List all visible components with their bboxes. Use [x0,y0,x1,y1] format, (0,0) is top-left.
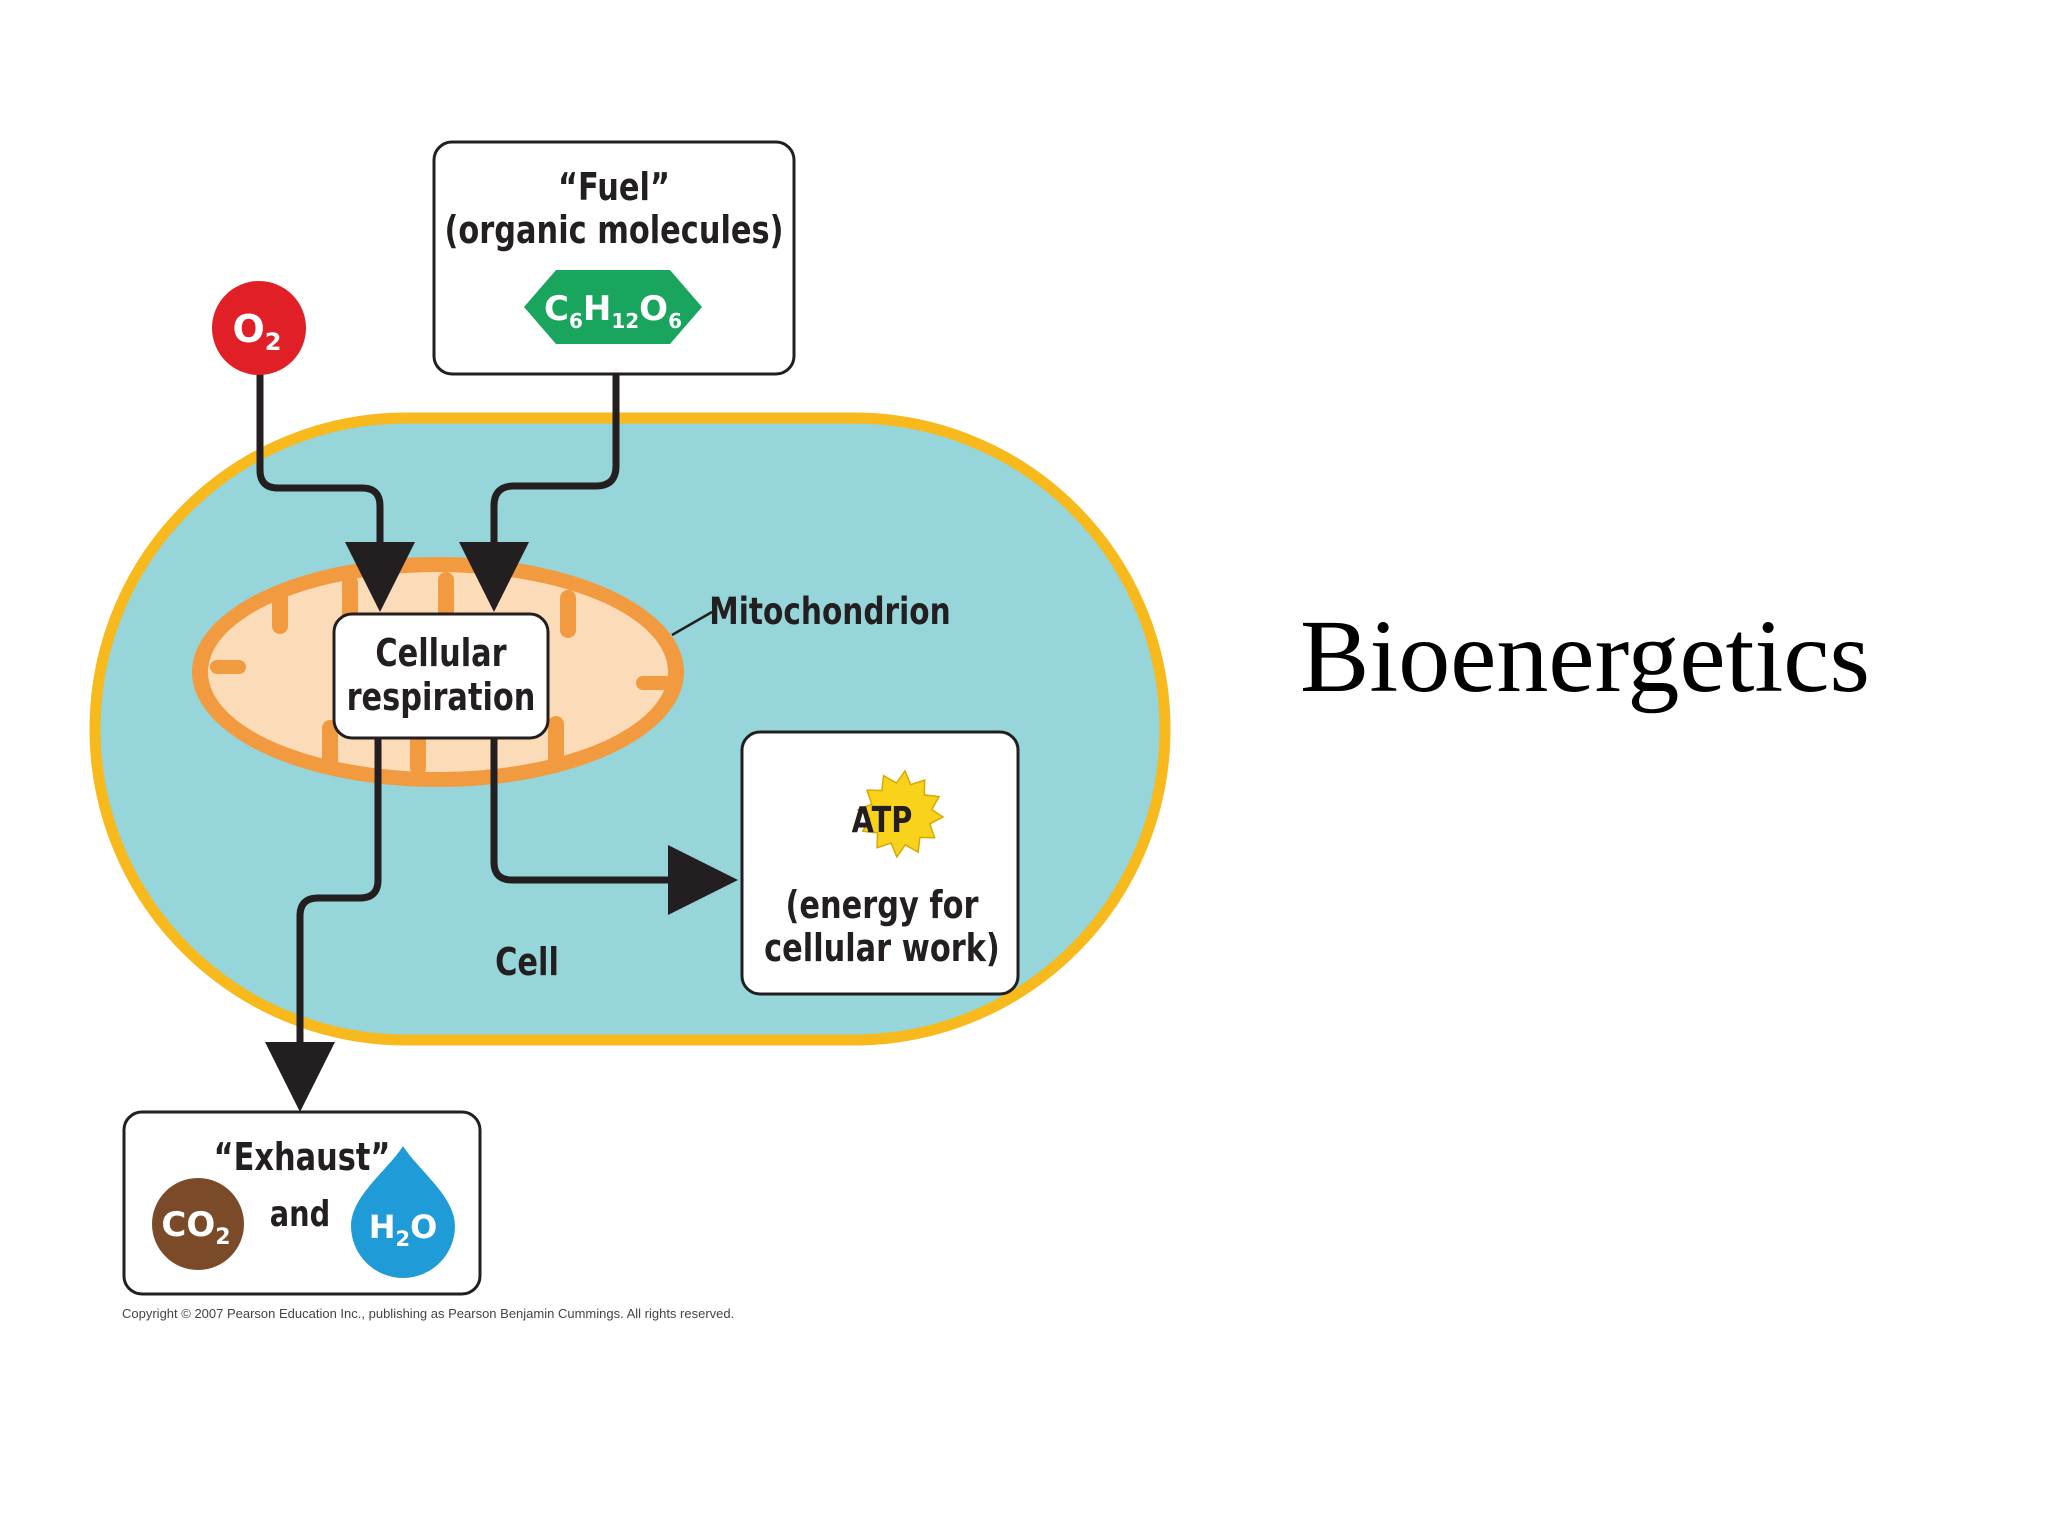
atp-box [740,730,1020,996]
respiration-line-1: Cellular [375,632,506,676]
oxygen-symbol: O2 [232,307,281,356]
flow-arrows [256,366,738,1112]
co2-symbol: CO2 [161,1205,230,1250]
slide-title: Bioenergetics [1300,599,1870,714]
fuel-box [432,140,796,376]
atp-caption-line-2: cellular work) [764,927,1000,971]
oxygen-circle [212,281,306,375]
h2o-symbol: H2O [369,1208,438,1251]
h2o-droplet [351,1146,455,1278]
atp-starburst [856,769,945,859]
exhaust-arrow [265,734,382,1112]
glucose-formula: C6H12O6 [544,289,682,333]
cellular-respiration-box [332,612,550,740]
atp-arrow [490,734,738,915]
exhaust-title: “Exhaust” [214,1136,391,1180]
mitochondrion-label: Mitochondrion [709,590,950,633]
respiration-line-2: respiration [347,676,536,720]
copyright-notice: Copyright © 2007 Pearson Education Inc.,… [122,1306,734,1321]
atp-badge-label: ATP [852,799,913,841]
cell-label: Cell [495,941,559,985]
glucose-hexagon [524,270,702,344]
exhaust-and: and [270,1193,331,1235]
fuel-arrow [459,368,620,612]
fuel-title: “Fuel” [558,166,670,210]
atp-caption-line-1: (energy for [785,884,978,928]
co2-circle [152,1178,244,1270]
oxygen-arrow [256,366,415,612]
mitochondrion-pointer-line [671,610,713,637]
fuel-subtitle: (organic molecules) [445,209,784,253]
